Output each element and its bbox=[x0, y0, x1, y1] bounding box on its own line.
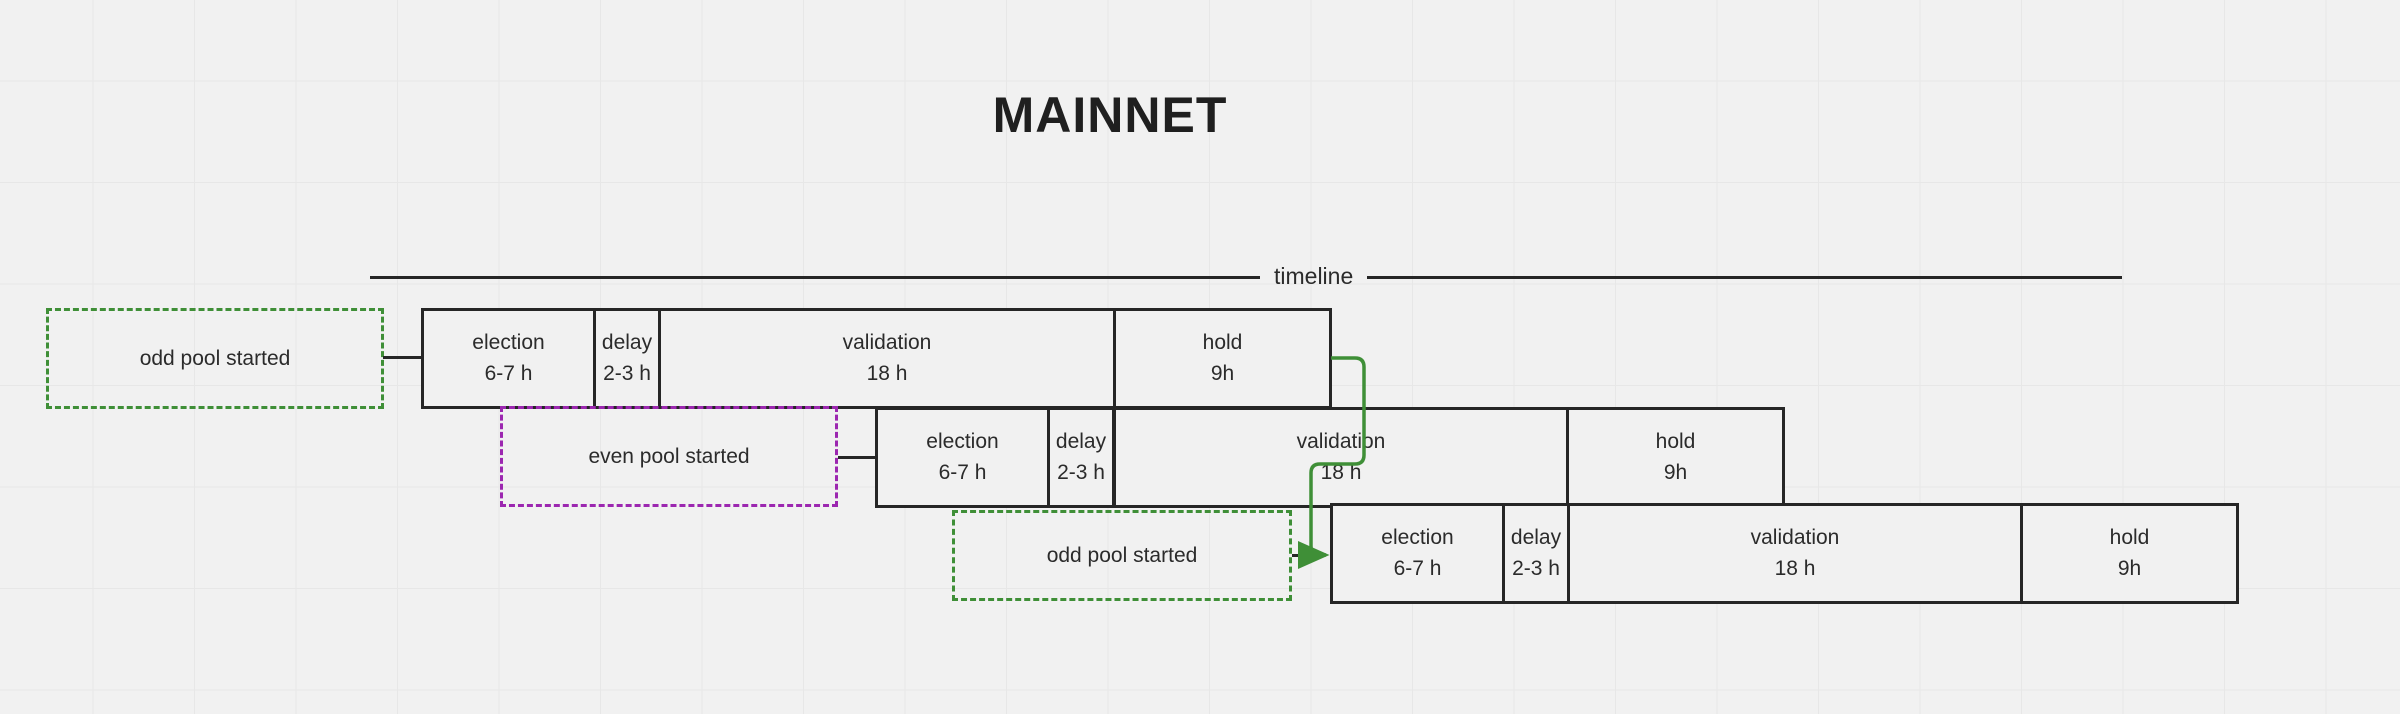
phase-label: delay bbox=[601, 330, 653, 354]
phase-label: hold bbox=[1655, 429, 1696, 453]
row-2-phase-election[interactable]: election 6-7 h bbox=[875, 407, 1050, 508]
phase-label: hold bbox=[2109, 525, 2150, 549]
phase-label: validation bbox=[842, 330, 932, 354]
phase-duration: 6-7 h bbox=[938, 460, 987, 484]
row-1-phase-delay[interactable]: delay 2-3 h bbox=[593, 308, 661, 409]
row-1-phase-hold[interactable]: hold 9h bbox=[1113, 308, 1332, 409]
timeline-axis-label: timeline bbox=[1274, 262, 1354, 289]
phase-label: election bbox=[1381, 525, 1454, 549]
row-2-phase-delay[interactable]: delay 2-3 h bbox=[1047, 407, 1115, 508]
phase-duration: 9h bbox=[1210, 361, 1235, 385]
phase-duration: 18 h bbox=[866, 361, 908, 385]
row-3-phase-hold[interactable]: hold 9h bbox=[2020, 503, 2239, 604]
phase-duration: 18 h bbox=[1774, 556, 1816, 580]
phase-label: delay bbox=[1510, 525, 1562, 549]
page-title: MAINNET bbox=[0, 86, 2400, 144]
note-label: odd pool started bbox=[1046, 543, 1198, 567]
row-3-phase-election[interactable]: election 6-7 h bbox=[1330, 503, 1505, 604]
note-connector-2 bbox=[838, 456, 877, 459]
phase-duration: 2-3 h bbox=[1512, 556, 1560, 580]
note-odd-pool-started-1[interactable]: odd pool started bbox=[46, 308, 384, 409]
row-1-phase-validation[interactable]: validation 18 h bbox=[658, 308, 1116, 409]
phase-label: validation bbox=[1296, 429, 1386, 453]
note-connector-3 bbox=[1292, 554, 1320, 557]
phase-label: hold bbox=[1202, 330, 1243, 354]
note-odd-pool-started-2[interactable]: odd pool started bbox=[952, 510, 1292, 601]
phase-duration: 6-7 h bbox=[1393, 556, 1442, 580]
phase-label: election bbox=[926, 429, 999, 453]
note-label: even pool started bbox=[588, 444, 750, 468]
phase-duration: 9h bbox=[2117, 556, 2142, 580]
row-2-phase-validation[interactable]: validation 18 h bbox=[1113, 407, 1569, 508]
phase-duration: 18 h bbox=[1320, 460, 1362, 484]
phase-duration: 2-3 h bbox=[1057, 460, 1105, 484]
phase-label: validation bbox=[1750, 525, 1840, 549]
phase-duration: 9h bbox=[1663, 460, 1688, 484]
row-3-phase-validation[interactable]: validation 18 h bbox=[1567, 503, 2023, 604]
row-3-phase-delay[interactable]: delay 2-3 h bbox=[1502, 503, 1570, 604]
note-label: odd pool started bbox=[139, 346, 291, 370]
note-connector-1 bbox=[383, 356, 423, 359]
phase-label: election bbox=[472, 330, 545, 354]
note-even-pool-started[interactable]: even pool started bbox=[500, 406, 838, 507]
phase-label: delay bbox=[1055, 429, 1107, 453]
timeline-axis-right-segment bbox=[1367, 275, 2122, 279]
row-1-phase-election[interactable]: election 6-7 h bbox=[421, 308, 596, 409]
phase-duration: 2-3 h bbox=[603, 361, 651, 385]
page-title-text: MAINNET bbox=[992, 87, 1228, 143]
phase-duration: 6-7 h bbox=[484, 361, 533, 385]
row-2-phase-hold[interactable]: hold 9h bbox=[1566, 407, 1785, 508]
timeline-axis-left-segment bbox=[370, 275, 1260, 279]
